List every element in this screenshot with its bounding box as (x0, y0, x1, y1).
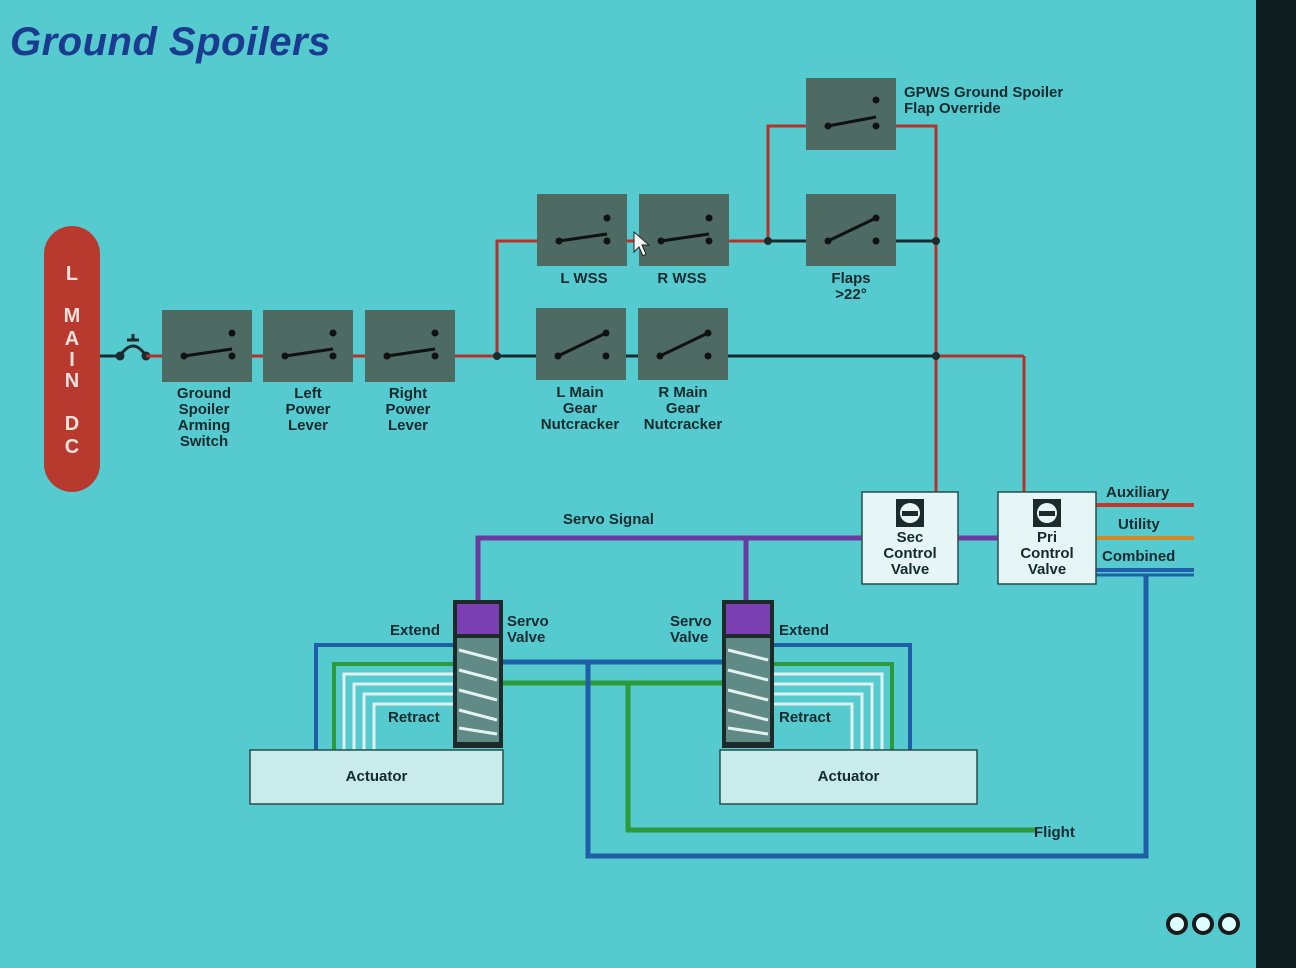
label-right-servo-valve: Servo Valve (670, 613, 712, 646)
label-right-retract: Retract (779, 709, 831, 726)
label-right-power-lever: Right Power Lever (385, 385, 431, 434)
bus-letter: A (65, 328, 79, 350)
junction-dot (764, 237, 772, 245)
left-actuator-body (249, 749, 504, 805)
right-actuator-plumbing (774, 643, 912, 752)
servo-signal-lines (475, 535, 998, 602)
bus-label: L M A I N D C (64, 263, 81, 458)
label-right-extend: Extend (779, 622, 830, 639)
bus-letter: D (65, 413, 79, 435)
label-right-actuator: Actuator (817, 768, 880, 785)
l-main-gear-nutcracker-switch (536, 308, 626, 380)
junction-dot (932, 352, 940, 360)
label-left-retract: Retract (388, 709, 440, 726)
bus-letter: N (65, 370, 79, 392)
hydraulic-return-lines (500, 575, 1149, 859)
left-actuator-plumbing (314, 643, 454, 752)
bus-letter: M (64, 305, 81, 327)
right-servo-valve (722, 600, 774, 748)
flaps-switch (806, 194, 896, 266)
main-dc-bus (44, 226, 100, 492)
label-flaps: Flaps >22° (831, 270, 871, 303)
label-l-wss: L WSS (560, 270, 608, 287)
label-left-actuator: Actuator (345, 768, 408, 785)
pri-control-valve (997, 491, 1097, 585)
label-r-main-gear: R Main Gear Nutcracker (643, 384, 723, 433)
label-left-servo-valve: Servo Valve (507, 613, 549, 646)
r-wss-switch (639, 194, 729, 266)
nav-previous-button[interactable] (1166, 913, 1188, 935)
switches (162, 78, 896, 382)
bus-letter: C (65, 436, 79, 458)
label-sec-control-valve: Sec Control Valve (883, 529, 937, 578)
junction-dot (932, 237, 940, 245)
circuit-breaker-icon (100, 334, 151, 361)
slide-title: Ground Spoilers (10, 20, 331, 64)
label-servo-signal: Servo Signal (563, 511, 654, 528)
label-r-wss: R WSS (657, 270, 707, 287)
sec-control-valve (861, 491, 959, 585)
label-combined: Combined (1102, 548, 1176, 565)
mouse-cursor-icon (633, 230, 651, 257)
right-actuator-body (719, 749, 978, 805)
label-utility: Utility (1118, 516, 1160, 533)
label-ground-spoiler-arming: Ground Spoiler Arming Switch (176, 385, 232, 450)
bus-letter: I (69, 349, 75, 371)
r-main-gear-nutcracker-switch (638, 308, 728, 380)
label-l-main-gear: L Main Gear Nutcracker (540, 384, 620, 433)
label-left-extend: Extend (390, 622, 441, 639)
gpws-override-switch (806, 78, 896, 150)
label-left-power-lever: Left Power Lever (285, 385, 331, 434)
label-auxiliary: Auxiliary (1106, 484, 1170, 501)
label-flight: Flight (1034, 824, 1075, 841)
bus-letter: L (66, 263, 78, 285)
left-power-lever-switch (263, 310, 353, 382)
junction-dot (493, 352, 501, 360)
ground-spoiler-arming-switch (162, 310, 252, 382)
l-wss-switch (537, 194, 627, 266)
label-pri-control-valve: Pri Control Valve (1020, 529, 1074, 578)
label-gpws-override: GPWS Ground Spoiler Flap Override (904, 84, 1064, 117)
nav-next-button[interactable] (1218, 913, 1240, 935)
nav-home-button[interactable] (1192, 913, 1214, 935)
right-power-lever-switch (365, 310, 455, 382)
left-servo-valve (453, 600, 503, 748)
